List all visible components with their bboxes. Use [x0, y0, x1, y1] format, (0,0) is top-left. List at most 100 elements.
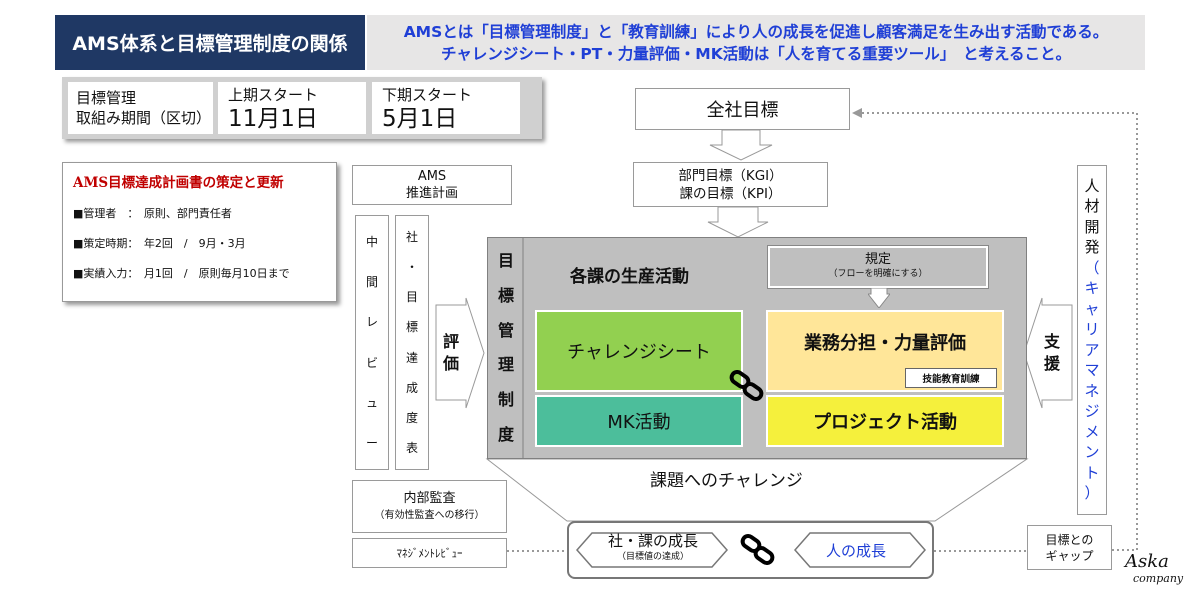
period-label: 目標管理 取組み期間（区切） [68, 82, 213, 134]
mid-review-char: ビ [365, 355, 378, 370]
production-activity-label: 各課の生産活動 [570, 267, 689, 287]
org-growth-label: 社・課の成長 （目標値の達成） [593, 533, 713, 565]
hr-dev-char: ャ [1084, 299, 1100, 318]
plan-box: AMS目標達成計画書の策定と更新 ■管理者 ： 原則、部門責任者 ■策定時期： … [62, 162, 337, 302]
internal-audit-sub: （有効性監査への移行） [374, 509, 485, 521]
hr-dev-char: ト [1084, 463, 1100, 482]
mid-review-box: 中 間 レ ビ ュ ー [355, 215, 389, 470]
shien-arrow-shape [1023, 297, 1073, 409]
page-title: AMS体系と目標管理制度の関係 [55, 15, 365, 70]
dept-goal-box: 部門目標（KGI） 課の目標（KPI） [633, 162, 828, 207]
hr-dev-char: ） [1084, 484, 1100, 503]
shien-arrow-label: 支 援 [1015, 298, 1075, 408]
hr-development-box: 人 材 開 発 （ キ ャ リ ア マ ネ ジ メ ン ト ） [1077, 165, 1107, 515]
challenge-sheet-box: チャレンジシート [535, 310, 743, 392]
hr-dev-char: 材 [1084, 197, 1100, 216]
first-half-date: 11月1日 [228, 106, 318, 132]
company-goal-box: 全社目標 [635, 88, 850, 130]
internal-audit-title: 内部監査 [403, 490, 456, 506]
logo-line2: company [1133, 572, 1184, 585]
hr-dev-char: マ [1084, 361, 1100, 380]
eval-table-char: 表 [405, 440, 418, 455]
mid-review-char: 中 [365, 235, 378, 250]
seido-char: 理 [497, 355, 514, 375]
aska-company-logo: Aska company [1125, 552, 1195, 597]
plan-line-timing: ■策定時期： 年2回 / 9月・3月 [73, 237, 246, 250]
hr-dev-char: メ [1084, 422, 1100, 441]
hr-dev-char: 人 [1084, 176, 1100, 195]
rules-box: 規定 （フローを明確にする） [767, 245, 989, 289]
eval-table-char: 成 [405, 380, 418, 395]
gap-line1: 目標との [1045, 532, 1094, 547]
seido-char: 標 [497, 285, 514, 305]
org-growth-arrow [575, 532, 729, 568]
dept-goal-line2: 課の目標（KPI） [679, 185, 782, 202]
hr-dev-char: リ [1084, 320, 1100, 339]
eval-table-char: 標 [405, 320, 418, 335]
dept-goal-line1: 部門目標（KGI） [678, 167, 783, 184]
ams-plan-box: AMS 推進計画 [352, 165, 512, 205]
eval-table-box: 社 ・ 目 標 達 成 度 表 [395, 215, 429, 470]
hyoka-char: 価 [442, 354, 459, 373]
eval-table-char: 目 [405, 290, 418, 305]
plan-line-manager: ■管理者 ： 原則、部門責任者 [73, 207, 232, 220]
skill-training-badge: 技能教育訓練 [905, 368, 997, 388]
period-label-line2: 取組み期間（区切） [76, 109, 212, 127]
eval-table-char: 社 [405, 230, 418, 245]
goal-mgmt-system-label: 目 標 管 理 制 度 [490, 240, 522, 456]
first-half-label: 上期スタート [228, 86, 319, 104]
work-eval-box: 業務分担・力量評価 [766, 310, 1004, 392]
hr-dev-char: 発 [1084, 238, 1100, 257]
mid-review-char: ー [365, 435, 378, 450]
capsule-chain-icon [740, 533, 775, 566]
feedback-dotted-line [858, 112, 1138, 551]
company-goal-down-arrow [709, 129, 773, 161]
eval-table-char: 達 [405, 350, 418, 365]
second-half-start: 下期スタート 5月1日 [372, 82, 520, 134]
hr-dev-char: ジ [1084, 402, 1100, 421]
ams-plan-line2: 推進計画 [405, 186, 458, 201]
rules-title: 規定 [864, 252, 891, 267]
challenge-label: 課題へのチャレンジ [650, 471, 803, 491]
seido-char: 制 [497, 389, 514, 409]
eval-table-char: 度 [405, 410, 418, 425]
seido-divider [522, 238, 524, 458]
second-half-label: 下期スタート [382, 86, 473, 104]
project-activity-box: プロジェクト活動 [766, 395, 1004, 447]
logo-line1: Aska [1125, 551, 1169, 572]
mk-activity-box: MK活動 [535, 395, 743, 447]
management-review-box: ﾏﾈｼﾞﾒﾝﾄﾚﾋﾞｭｰ [352, 538, 507, 568]
hr-dev-char: 開 [1084, 217, 1100, 236]
feedback-arrowhead [852, 108, 862, 118]
goal-gap-box: 目標との ギャップ [1027, 525, 1112, 570]
header-description: AMSとは「目標管理制度」と「教育訓練」により人の成長を促進し顧客満足を生み出す… [367, 15, 1145, 70]
hr-dev-char: キ [1084, 279, 1100, 298]
shien-char: 援 [1043, 354, 1060, 373]
hr-dev-char: （ [1084, 258, 1100, 277]
people-growth-arrow [793, 532, 927, 568]
mid-review-char: レ [365, 315, 378, 330]
seido-char: 管 [497, 320, 514, 340]
eval-table-char: ・ [405, 260, 418, 275]
challenge-funnel [485, 458, 1029, 522]
mid-review-char: ュ [365, 395, 378, 410]
seido-char: 度 [497, 424, 514, 444]
ams-plan-line1: AMS [417, 169, 447, 184]
seido-char: 目 [497, 251, 514, 271]
org-growth-title: 社・課の成長 [607, 532, 698, 550]
hr-dev-char: ア [1084, 340, 1100, 359]
period-label-line1: 目標管理 [76, 89, 137, 107]
people-growth-label: 人の成長 [825, 542, 886, 560]
org-growth-sub: （目標値の達成） [616, 552, 689, 562]
header-desc-line2: チャレンジシート・PT・力量評価・MK活動は「人を育てる重要ツール」 と考えるこ… [440, 44, 1071, 63]
mid-review-char: 間 [365, 275, 378, 290]
chain-link-icon [729, 370, 764, 402]
dept-goal-down-arrow [707, 206, 769, 238]
rules-down-arrow [868, 288, 890, 308]
internal-audit-box: 内部監査 （有効性監査への移行） [352, 480, 507, 533]
hyoka-arrow-label: 評 価 [433, 298, 483, 408]
hyoka-char: 評 [442, 332, 459, 351]
hr-dev-char: ネ [1084, 381, 1100, 400]
first-half-start: 上期スタート 11月1日 [218, 82, 366, 134]
